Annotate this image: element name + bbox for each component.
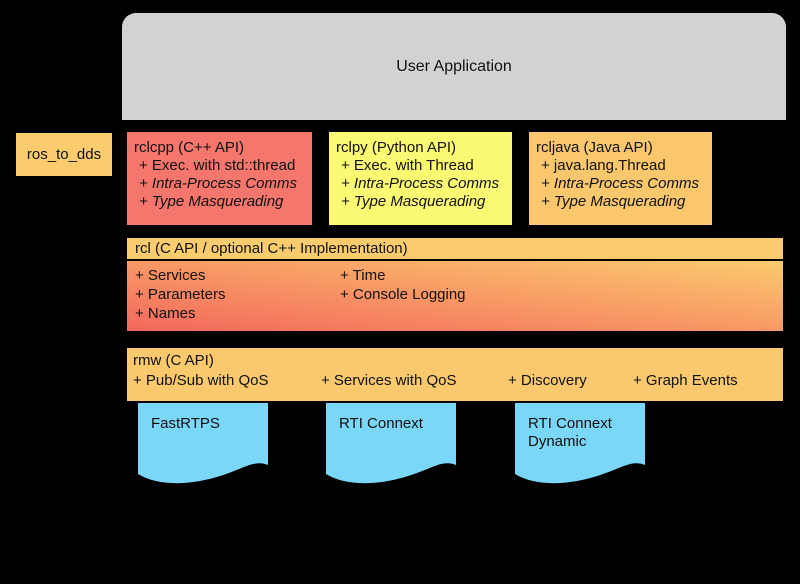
rti-connext-dynamic-label: RTI Connext Dynamic — [528, 415, 612, 450]
rcljava-feature: + Intra-Process Comms — [541, 175, 699, 192]
rmw-feature: + Pub/Sub with QoS — [133, 372, 269, 389]
rmw-feature: + Services with QoS — [321, 372, 457, 389]
rcljava-title: rcljava (Java API) — [536, 139, 653, 156]
rmw-title: rmw (C API) — [133, 352, 214, 369]
rti-connext-label: RTI Connext — [339, 415, 423, 432]
rmw-feature: + Discovery — [508, 372, 587, 389]
rclcpp-box: rclcpp (C++ API) + Exec. with std::threa… — [125, 130, 314, 227]
rcl-feature: + Parameters — [135, 286, 226, 303]
rclpy-title: rclpy (Python API) — [336, 139, 457, 156]
rclcpp-feature: + Type Masquerading — [139, 193, 284, 210]
user-application-box: User Application — [122, 13, 786, 120]
fastrtps-label: FastRTPS — [151, 415, 220, 432]
document-shape — [326, 403, 456, 484]
rcl-feature: + Time — [340, 267, 386, 284]
rcl-feature: + Console Logging — [340, 286, 466, 303]
rcl-feature-column-2: + Time + Console Logging — [340, 266, 466, 304]
rclpy-feature: + Type Masquerading — [341, 193, 486, 210]
rmw-feature: + Graph Events — [633, 372, 738, 389]
rti-connext-box: RTI Connext — [326, 403, 456, 489]
rclpy-feature: + Exec. with Thread — [341, 157, 474, 174]
rcl-feature: + Names — [135, 305, 196, 322]
fastrtps-box: FastRTPS — [138, 403, 268, 489]
rti-connext-dynamic-box: RTI Connext Dynamic — [515, 403, 645, 489]
rcljava-feature: + java.lang.Thread — [541, 157, 666, 174]
document-shape — [138, 403, 268, 484]
rcl-body: + Services + Parameters + Names + Time +… — [127, 261, 783, 331]
rcl-feature: + Services — [135, 267, 206, 284]
rclpy-box: rclpy (Python API) + Exec. with Thread +… — [327, 130, 514, 227]
ros-to-dds-label: ros_to_dds — [26, 145, 102, 163]
user-application-label: User Application — [396, 57, 512, 75]
rclpy-feature: + Intra-Process Comms — [341, 175, 499, 192]
rcljava-box: rcljava (Java API) + java.lang.Thread + … — [527, 130, 714, 227]
rcl-title: rcl (C API / optional C++ Implementation… — [127, 238, 783, 261]
rcljava-feature: + Type Masquerading — [541, 193, 686, 210]
ros-to-dds-box: ros_to_dds — [14, 131, 114, 178]
rclcpp-feature: + Exec. with std::thread — [139, 157, 296, 174]
document-shape — [515, 403, 645, 484]
rcl-feature-column-1: + Services + Parameters + Names — [135, 266, 225, 323]
rclcpp-feature: + Intra-Process Comms — [139, 175, 297, 192]
rmw-box: rmw (C API) + Pub/Sub with QoS + Service… — [125, 346, 785, 403]
rcl-box: rcl (C API / optional C++ Implementation… — [125, 236, 785, 333]
rclcpp-title: rclcpp (C++ API) — [134, 139, 245, 156]
